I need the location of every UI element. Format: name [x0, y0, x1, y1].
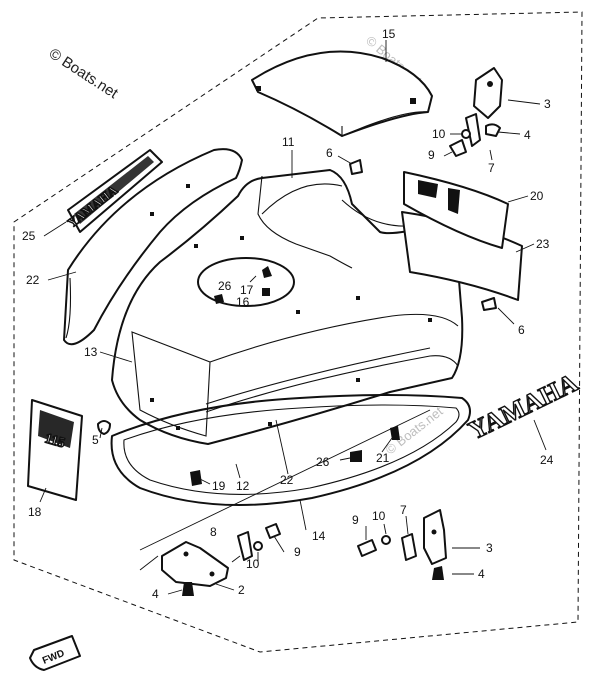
- callout-20: 20: [530, 189, 544, 203]
- callout-26-hatch: 26: [218, 279, 232, 293]
- side-cover-left: [63, 148, 243, 346]
- callout-9-top: 9: [428, 148, 435, 162]
- callout-10-right: 10: [372, 509, 386, 523]
- callout-5: 5: [92, 433, 99, 447]
- callout-26-bottom: 26: [316, 455, 330, 469]
- callout-10-top: 10: [432, 127, 446, 141]
- callout-19: 19: [212, 479, 226, 493]
- callout-18: 18: [28, 505, 42, 519]
- callout-3-right: 3: [486, 541, 493, 555]
- callout-2: 2: [238, 583, 245, 597]
- callout-22-left: 22: [26, 273, 40, 287]
- side-badge-text: 115: [43, 431, 67, 451]
- callout-9-right: 9: [352, 513, 359, 527]
- latch-bracket-top: [449, 67, 503, 157]
- callout-4-left: 4: [152, 587, 159, 601]
- callout-21: 21: [376, 451, 390, 465]
- top-rear-cover: [251, 50, 433, 137]
- leader-lines: [39, 40, 547, 595]
- callout-24: 24: [540, 453, 554, 467]
- callout-labels: 15 3 4 10 9 7 11 6 20 23 6 25 22 13 5 18…: [22, 27, 554, 601]
- callout-11: 11: [282, 135, 295, 149]
- yamaha-wordmark: YAMAHA: [464, 368, 583, 446]
- callout-7-right: 7: [400, 503, 407, 517]
- callout-13: 13: [84, 345, 98, 359]
- callout-3-top: 3: [544, 97, 551, 111]
- callout-25: 25: [22, 229, 36, 243]
- main-cover: [111, 169, 464, 445]
- yamaha-decal: YAMAHA: [463, 367, 583, 446]
- latch-bracket-lower-right: [357, 509, 447, 580]
- callout-4-top: 4: [524, 128, 531, 142]
- callout-4-right: 4: [478, 567, 485, 581]
- callout-8: 8: [210, 525, 217, 539]
- latch-bracket-lower-left: [161, 523, 281, 596]
- bottom-seal: [110, 394, 471, 506]
- callout-6-right: 6: [518, 323, 525, 337]
- callout-7-top: 7: [488, 161, 495, 175]
- decal-strip: [67, 149, 163, 233]
- side-badge-plate: [403, 171, 509, 249]
- callout-17: 17: [240, 283, 254, 297]
- callout-12: 12: [236, 479, 250, 493]
- side-emblem: 115: [27, 399, 83, 501]
- callout-14: 14: [312, 529, 326, 543]
- callout-16: 16: [236, 295, 250, 309]
- fwd-arrow: FWD: [29, 635, 81, 671]
- callout-10-left: 10: [246, 557, 260, 571]
- callout-9-left: 9: [294, 545, 301, 559]
- callout-22-bottom: 22: [280, 473, 294, 487]
- callout-15: 15: [382, 27, 396, 41]
- watermark-main: © Boats.net: [46, 45, 122, 103]
- fwd-label: FWD: [41, 648, 66, 667]
- callout-6-top: 6: [326, 146, 333, 160]
- assembly-frame: [13, 11, 583, 653]
- callout-23: 23: [536, 237, 550, 251]
